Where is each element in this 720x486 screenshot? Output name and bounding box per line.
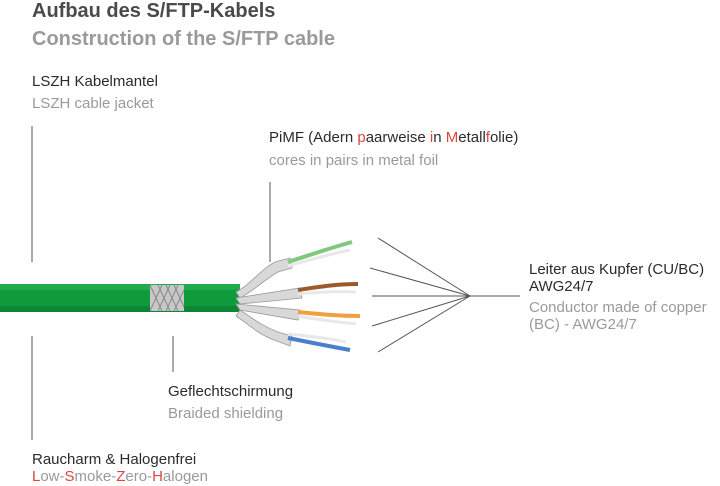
jacket-label-en: LSZH cable jacket xyxy=(32,95,154,112)
lszh-text-part: ow- xyxy=(40,468,65,485)
pimf-label-en: cores in pairs in metal foil xyxy=(269,152,439,169)
pair-brown xyxy=(297,282,359,292)
shield-label-de: Geflechtschirmung xyxy=(168,383,294,400)
pimf-text-part: etall xyxy=(458,129,486,146)
lszh-label-de: Raucharm & Halogenfrei xyxy=(32,451,197,468)
pair-blue xyxy=(287,336,351,352)
conductor-fan-lines xyxy=(369,237,520,353)
lszh-text-part: moke- xyxy=(74,468,117,485)
pimf-label-de: PiMF (Adern paarweise in Metallfolie) xyxy=(269,128,518,147)
pimf-text-part: aarweise xyxy=(365,129,430,146)
lszh-highlight-letter: L xyxy=(32,468,41,485)
foil-pairs xyxy=(235,240,361,352)
lszh-label-en: Low-Smoke-Zero-Halogen xyxy=(32,467,208,486)
pimf-text-part: olie) xyxy=(489,129,519,146)
pimf-highlight-letter: f xyxy=(485,129,490,146)
title-english: Construction of the S/FTP cable xyxy=(32,28,335,50)
braided-shield xyxy=(149,284,185,312)
conductor-label-de-2: AWG24/7 xyxy=(529,278,594,295)
lszh-text-part: alogen xyxy=(162,468,208,485)
lszh-highlight-letter: H xyxy=(152,468,163,485)
pimf-highlight-letter: i xyxy=(429,129,434,146)
pair-orange xyxy=(297,310,361,318)
shield-label-en: Braided shielding xyxy=(168,405,284,422)
conductor-label-en-1: Conductor made of copper xyxy=(529,299,707,316)
lszh-highlight-letter: Z xyxy=(116,468,126,485)
pair-green xyxy=(287,240,353,264)
lszh-highlight-letter: S xyxy=(64,468,75,485)
pimf-text-part: PiMF (Adern xyxy=(269,129,358,146)
conductor-label-en-2: (BC) - AWG24/7 xyxy=(529,316,637,333)
lszh-text-part: ero- xyxy=(125,468,153,485)
conductor-label-de-1: Leiter aus Kupfer (CU/BC) xyxy=(529,261,705,278)
pimf-highlight-letter: M xyxy=(445,129,459,146)
title-german: Aufbau des S/FTP-Kabels xyxy=(32,0,276,22)
pimf-text-part: n xyxy=(433,129,446,146)
pimf-highlight-letter: p xyxy=(357,129,366,146)
jacket-label-de: LSZH Kabelmantel xyxy=(32,73,158,90)
